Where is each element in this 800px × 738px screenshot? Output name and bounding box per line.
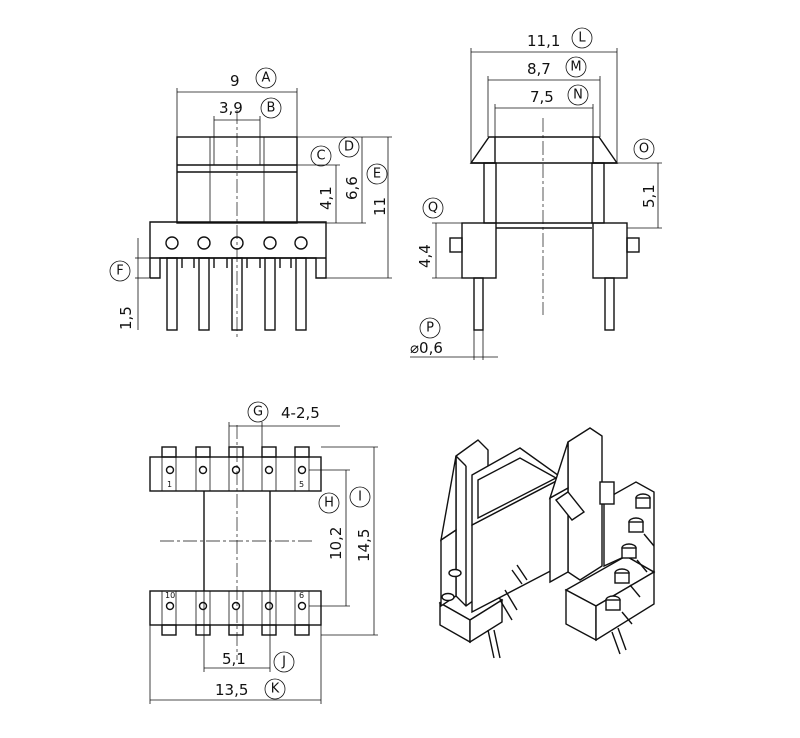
dim-O-value: 5,1 [640, 184, 658, 208]
side-view: 11,1 L 8,7 M 7,5 N O 5,1 Q 4,4 [410, 27, 662, 360]
front-pins [166, 257, 307, 331]
pin-label-5: 5 [299, 480, 304, 489]
label-E: E [373, 167, 381, 182]
dim-J-value: 5,1 [222, 650, 246, 668]
label-J: J [281, 655, 286, 670]
label-H: H [324, 496, 334, 511]
dim-11-value: 11 [371, 197, 389, 216]
dim-K-value: 13,5 [215, 681, 248, 699]
pin-label-10: 10 [165, 591, 175, 600]
label-A: A [262, 71, 271, 86]
label-I: I [358, 490, 362, 505]
isometric-view [438, 427, 656, 659]
iso-pins [441, 493, 655, 659]
label-L: L [578, 31, 586, 46]
dim-L-value: 11,1 [527, 32, 560, 50]
dim-Q-value: 4,4 [416, 244, 434, 268]
side-flange-left [469, 136, 496, 164]
bottom-view: 1 5 10 6 G 4-2,5 [149, 401, 378, 704]
dim-H-value: 10,2 [327, 527, 345, 560]
label-N: N [573, 88, 583, 103]
dim-F-value: 1,5 [117, 306, 135, 330]
label-K: K [271, 682, 280, 697]
label-G: G [253, 405, 263, 420]
dim-P-value: ⌀0,6 [410, 339, 443, 357]
label-P: P [426, 321, 434, 336]
dim-M-value: 8,7 [527, 60, 551, 78]
label-D: D [344, 140, 354, 155]
dim-G-value: 4-2,5 [281, 404, 320, 422]
dim-I-value: 14,5 [355, 529, 373, 562]
label-C: C [316, 149, 325, 164]
pin-label-1: 1 [167, 480, 172, 489]
side-flange-right [592, 136, 619, 164]
label-O: O [639, 142, 649, 157]
label-M: M [570, 60, 581, 75]
label-F: F [116, 264, 123, 279]
label-B: B [267, 101, 276, 116]
pin-label-6: 6 [299, 591, 304, 600]
dim-B-value: 3,9 [219, 99, 243, 117]
dim-C-value: 4,1 [317, 186, 335, 210]
dim-E-value: 6,6 [343, 176, 361, 200]
front-view: 9 A 3,9 B 4,1 C D 6,6 E 11 [109, 67, 392, 340]
dim-A-value: 9 [230, 72, 240, 90]
front-base [149, 221, 327, 279]
dim-N-value: 7,5 [530, 88, 554, 106]
label-Q: Q [428, 201, 438, 216]
